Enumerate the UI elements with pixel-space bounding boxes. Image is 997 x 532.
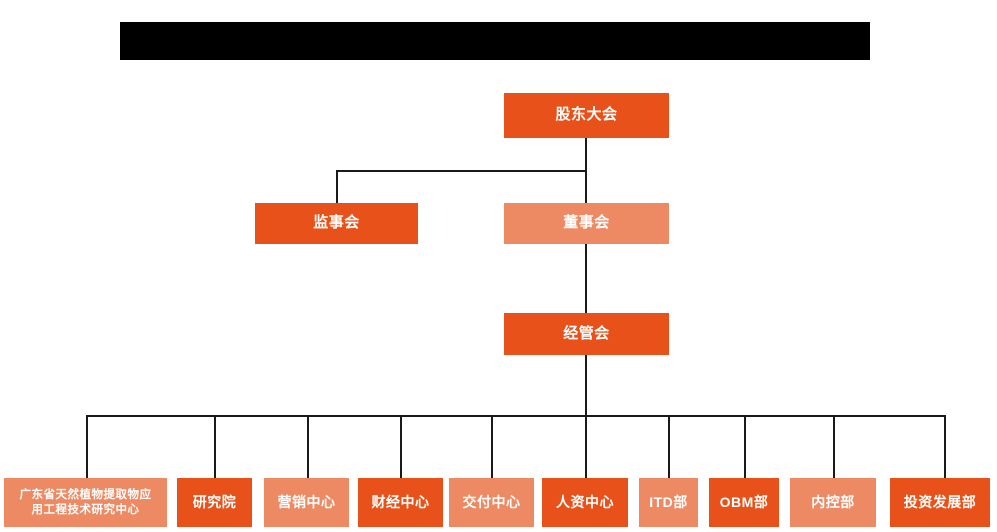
redacted-title-banner — [120, 22, 870, 60]
node-hr-center-label: 人资中心 — [556, 493, 614, 510]
connector-drop-finance-center — [400, 415, 402, 478]
connector-drop-research-institute — [214, 415, 216, 478]
connector-drop-hr-center — [585, 415, 587, 478]
node-research-institute-label: 研究院 — [192, 493, 237, 510]
node-directors[interactable]: 董事会 — [504, 203, 669, 244]
node-obm-dept[interactable]: OBM部 — [709, 478, 779, 527]
connector-directors-down — [585, 170, 587, 204]
connector-management-down — [585, 355, 587, 416]
node-investment-dev-dept[interactable]: 投资发展部 — [890, 478, 990, 527]
connector-drop-gd-research-center — [86, 415, 88, 478]
connector-departments-bus — [86, 415, 944, 417]
node-obm-dept-label: OBM部 — [719, 493, 769, 510]
node-research-institute[interactable]: 研究院 — [177, 478, 252, 527]
connector-drop-investment-dev-dept — [944, 415, 946, 478]
node-supervisors-label: 监事会 — [313, 214, 360, 232]
node-internal-control-dept-label: 内控部 — [811, 493, 855, 510]
node-marketing-center[interactable]: 营销中心 — [264, 478, 349, 527]
connector-directors-to-management — [585, 243, 587, 314]
node-investment-dev-dept-label: 投资发展部 — [903, 493, 977, 510]
node-finance-center-label: 财经中心 — [371, 493, 430, 510]
connector-drop-internal-control-dept — [833, 415, 835, 478]
connector-drop-marketing-center — [307, 415, 309, 478]
node-shareholders-label: 股东大会 — [555, 106, 618, 124]
node-hr-center[interactable]: 人资中心 — [542, 478, 628, 527]
connector-drop-delivery-center — [491, 415, 493, 478]
node-delivery-center[interactable]: 交付中心 — [449, 478, 534, 527]
node-gd-research-center-label: 广东省天然植物提取物应 用工程技术研究中心 — [19, 489, 152, 516]
node-directors-label: 董事会 — [563, 214, 610, 232]
node-marketing-center-label: 营销中心 — [277, 493, 336, 510]
connector-drop-obm-dept — [744, 415, 746, 478]
node-itd-dept[interactable]: ITD部 — [639, 478, 698, 527]
connector-supervisors-down — [336, 170, 338, 204]
connector-drop-itd-dept — [668, 415, 670, 478]
node-shareholders[interactable]: 股东大会 — [504, 93, 669, 138]
node-delivery-center-label: 交付中心 — [462, 493, 521, 510]
connector-shareholders-down — [585, 138, 587, 171]
node-gd-research-center[interactable]: 广东省天然植物提取物应 用工程技术研究中心 — [4, 478, 167, 527]
node-itd-dept-label: ITD部 — [649, 493, 688, 510]
node-supervisors[interactable]: 监事会 — [255, 203, 418, 244]
node-management-label: 经管会 — [563, 324, 610, 342]
connector-level2-bus — [336, 170, 587, 172]
node-finance-center[interactable]: 财经中心 — [358, 478, 443, 527]
node-internal-control-dept[interactable]: 内控部 — [790, 478, 876, 527]
node-management[interactable]: 经管会 — [504, 313, 669, 355]
